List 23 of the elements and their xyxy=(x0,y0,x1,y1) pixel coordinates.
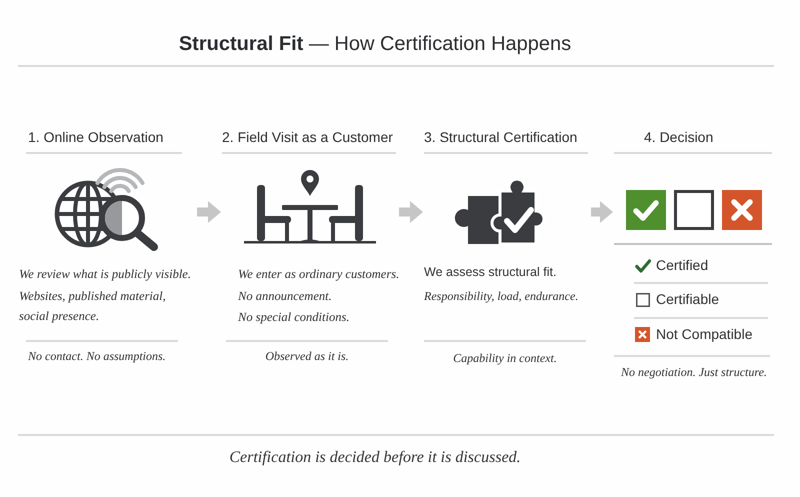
note-text: Capability in context. xyxy=(453,351,557,366)
description-text: Responsibility, load, endurance. xyxy=(424,289,578,304)
status-label: Not Compatible xyxy=(656,326,752,342)
arrow xyxy=(399,201,423,223)
caption: Certification is decided before it is discussed. xyxy=(229,449,521,467)
arrow xyxy=(197,201,221,223)
description-text: We review what is publicly visible. xyxy=(19,266,191,283)
note-text: No contact. No assumptions. xyxy=(28,349,166,364)
step-heading: 2. Field Visit as a Customer xyxy=(222,129,393,145)
status-label: Certifiable xyxy=(656,291,720,307)
status-label: Certified xyxy=(656,257,708,273)
arrow xyxy=(591,201,613,223)
note-text: Observed as it is. xyxy=(265,349,349,364)
description-text: No announcement. xyxy=(238,288,332,305)
description-text: Websites, published material, social presence. xyxy=(19,288,167,325)
description-text: We assess structural fit. xyxy=(424,265,556,279)
description-text: We enter as ordinary customers. xyxy=(238,266,400,283)
note-text: No negotiation. Just structure. xyxy=(621,365,767,380)
description-text: No special conditions. xyxy=(238,309,350,326)
step-heading: 1. Online Observation xyxy=(28,129,164,145)
title: Structural Fit — How Certification Happens xyxy=(178,33,572,56)
step-heading: 3. Structural Certification xyxy=(424,129,578,145)
step-heading: 4. Decision xyxy=(644,129,714,145)
